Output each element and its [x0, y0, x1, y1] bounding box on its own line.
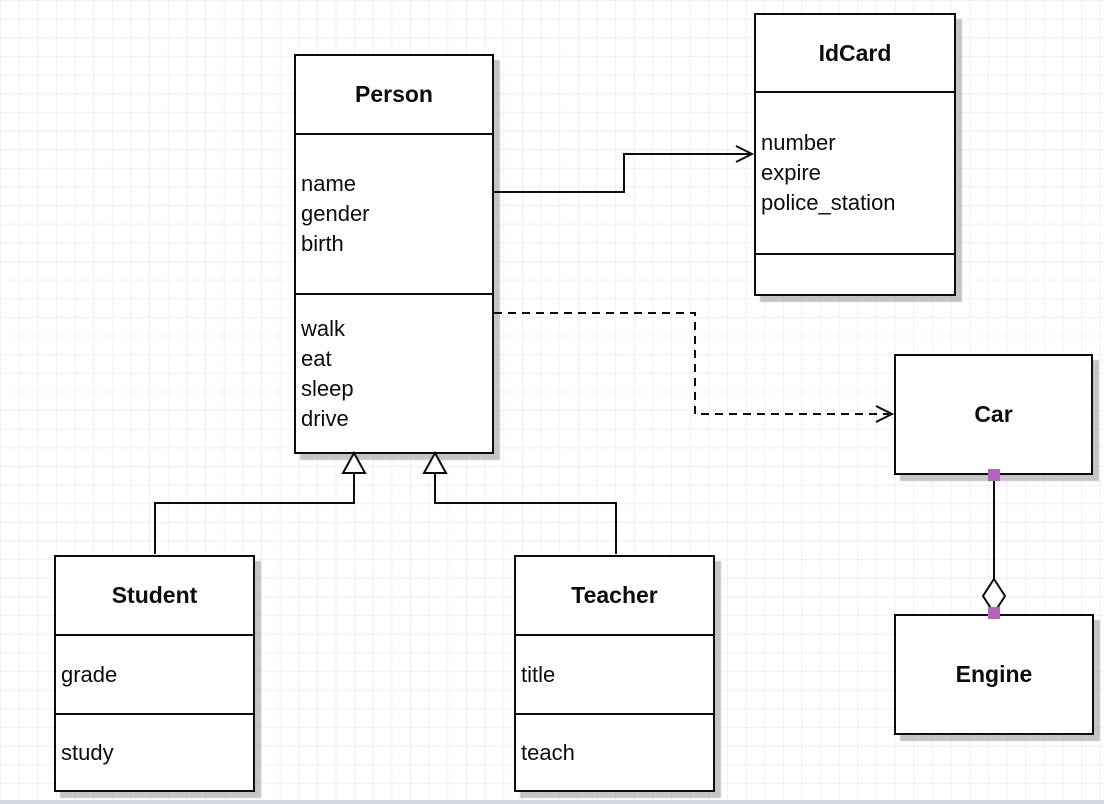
method-item: study [61, 739, 114, 765]
hollow-diamond-icon [981, 577, 1007, 615]
class-idcard-attributes: number expire police_station [756, 91, 954, 253]
class-person-methods: walk eat sleep drive [296, 293, 492, 452]
class-teacher-methods: teach [516, 713, 713, 790]
generalization-teacher-person[interactable] [422, 450, 617, 554]
class-engine[interactable]: Engine [894, 614, 1094, 735]
class-idcard-methods [756, 253, 954, 294]
attribute-item: grade [61, 661, 118, 687]
class-student-attributes: grade [56, 634, 253, 713]
class-person[interactable]: Person name gender birth walk eat sleep … [294, 54, 494, 454]
class-person-title: Person [355, 81, 433, 107]
class-student[interactable]: Student grade study [54, 555, 255, 792]
method-item: drive [301, 405, 349, 431]
dependency-person-car[interactable] [494, 312, 895, 423]
class-car[interactable]: Car [894, 354, 1093, 475]
attribute-item: birth [301, 231, 344, 256]
class-idcard[interactable]: IdCard number expire police_station [754, 13, 956, 296]
class-student-title: Student [111, 582, 198, 608]
class-idcard-title: IdCard [818, 39, 892, 66]
hollow-triangle-icon [422, 450, 448, 474]
class-teacher-title: Teacher [571, 582, 658, 608]
method-item: teach [521, 739, 575, 765]
method-item: walk [301, 315, 346, 341]
class-car-title: Car [974, 401, 1013, 427]
class-engine-title: Engine [955, 661, 1033, 687]
class-teacher[interactable]: Teacher title teach [514, 555, 715, 792]
method-item: sleep [301, 375, 354, 401]
method-item: eat [301, 345, 332, 371]
open-arrow-icon [735, 145, 755, 163]
canvas-bottom-edge [0, 800, 1104, 804]
class-student-methods: study [56, 713, 253, 790]
attribute-item: expire [761, 160, 821, 185]
attribute-item: title [521, 661, 556, 687]
attribute-item: name [301, 171, 357, 196]
aggregation-car-engine[interactable] [981, 469, 1007, 619]
class-teacher-attributes: title [516, 634, 713, 713]
class-person-attributes: name gender birth [296, 133, 492, 293]
attribute-item: gender [301, 201, 370, 226]
generalization-student-person[interactable] [154, 450, 367, 554]
attribute-item: number [761, 130, 836, 155]
association-person-idcard[interactable] [494, 145, 755, 193]
hollow-triangle-icon [341, 450, 367, 474]
open-arrow-icon [875, 405, 895, 423]
attribute-item: police_station [761, 190, 896, 215]
